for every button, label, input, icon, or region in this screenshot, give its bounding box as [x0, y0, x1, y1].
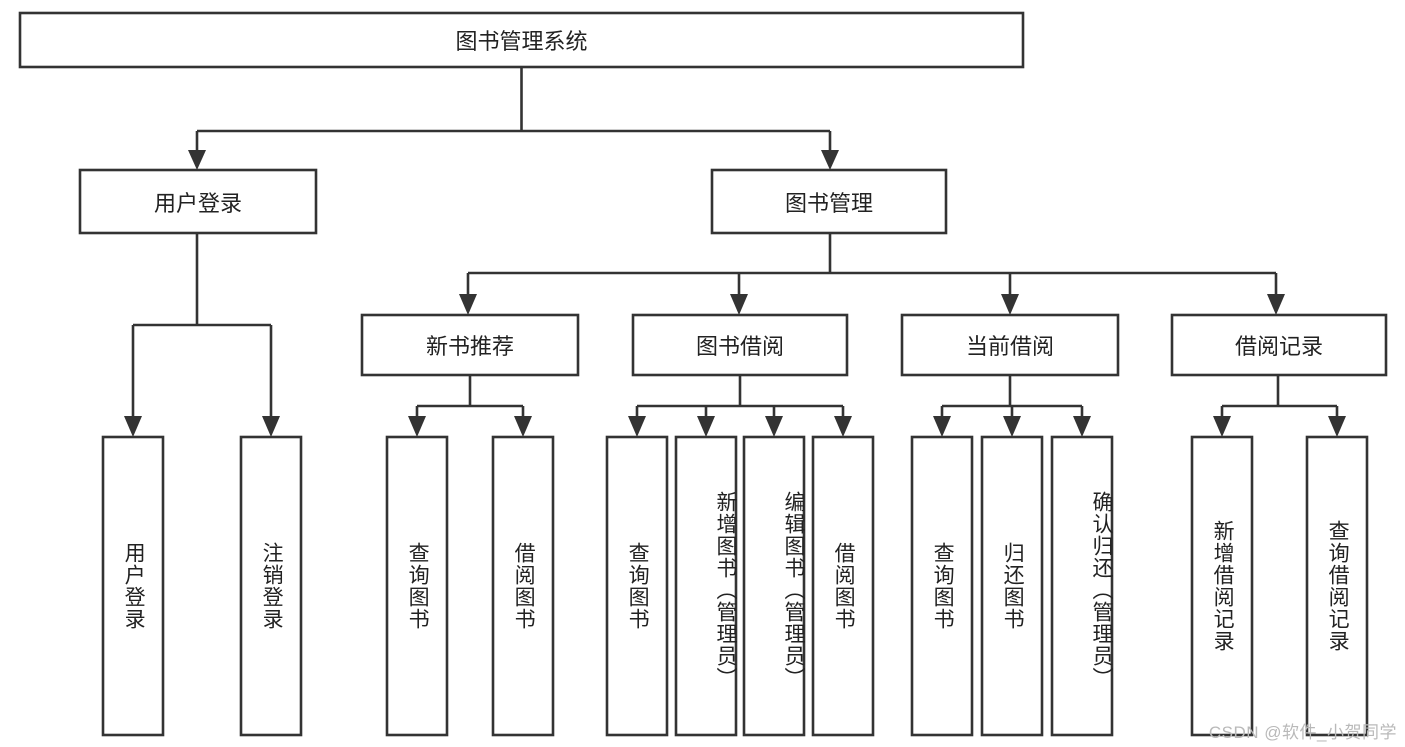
node-book-borrow-box[interactable]	[631, 313, 849, 377]
connector-bookmgmt-to-level3	[459, 233, 1285, 315]
node-new-book-recommend-box[interactable]	[360, 313, 580, 377]
connector-newbook-to-leaves	[408, 375, 532, 437]
leaf-box-user-login-1[interactable]	[239, 435, 303, 737]
connector-root-to-level2	[188, 67, 839, 170]
node-root-box[interactable]	[18, 11, 1025, 69]
connector-borrowrecord-to-leaves	[1213, 375, 1346, 437]
leaf-box-book-borrow-1[interactable]	[674, 435, 738, 737]
csdn-watermark: CSDN @软件_小贺同学	[1208, 723, 1397, 742]
leaf-box-current-borrow-2[interactable]	[1050, 435, 1114, 737]
leaf-box-book-borrow-3[interactable]	[811, 435, 875, 737]
leaf-box-book-borrow-0[interactable]	[605, 435, 669, 737]
leaf-box-borrow-record-0[interactable]	[1190, 435, 1254, 737]
leaf-box-borrow-record-1[interactable]	[1305, 435, 1369, 737]
connector-userlogin-to-leaves	[124, 233, 280, 437]
leaf-box-user-login-0[interactable]	[101, 435, 165, 737]
leaf-box-new-book-0[interactable]	[385, 435, 449, 737]
leaf-box-new-book-1[interactable]	[491, 435, 555, 737]
connector-currentborrow-to-leaves	[933, 375, 1091, 437]
connector-bookborrow-to-leaves	[628, 375, 852, 437]
node-user-login-box[interactable]	[78, 168, 318, 235]
leaf-box-current-borrow-0[interactable]	[910, 435, 974, 737]
node-current-borrow-box[interactable]	[900, 313, 1120, 377]
node-borrow-record-box[interactable]	[1170, 313, 1388, 377]
leaf-box-current-borrow-1[interactable]	[980, 435, 1044, 737]
node-book-management-box[interactable]	[710, 168, 948, 235]
leaf-box-book-borrow-2[interactable]	[742, 435, 806, 737]
